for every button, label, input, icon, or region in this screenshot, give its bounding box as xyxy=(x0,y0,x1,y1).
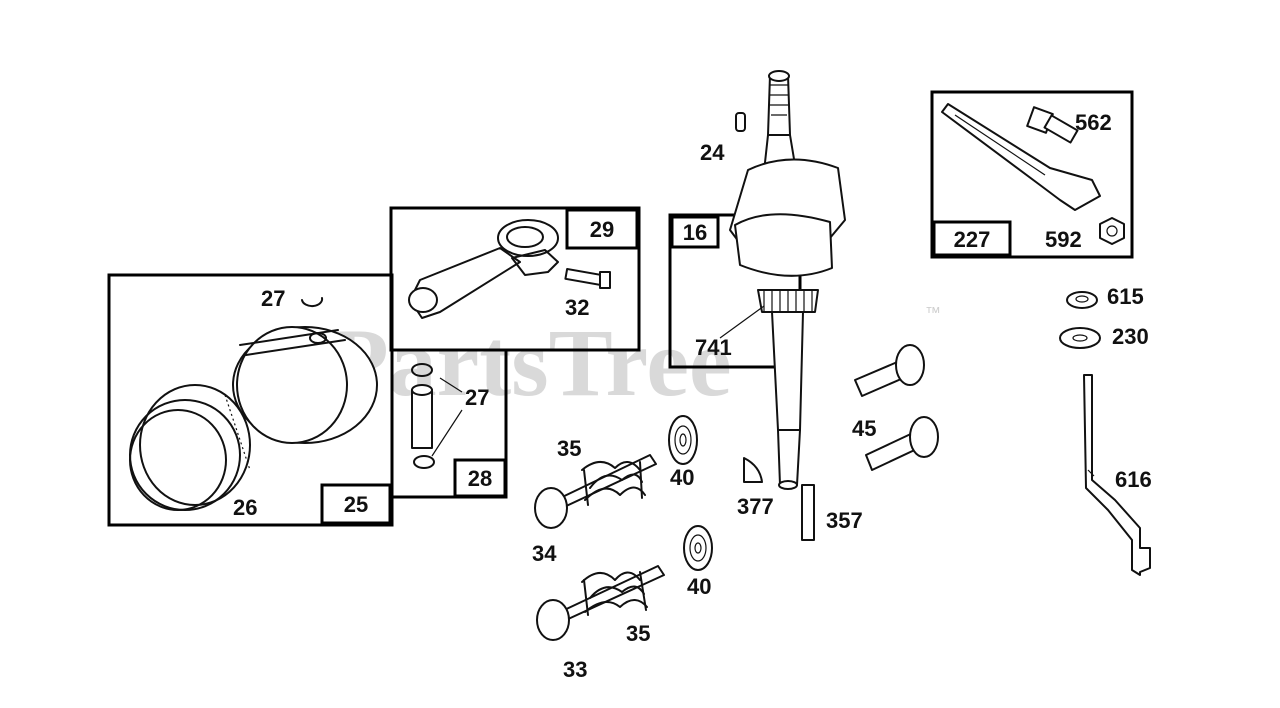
kit-29-label: 29 xyxy=(590,217,614,242)
key-377-part[interactable] xyxy=(743,457,763,483)
callout-741: 741 xyxy=(695,335,732,360)
bolt-562-part[interactable] xyxy=(1026,106,1079,144)
kit-16-tag[interactable] xyxy=(670,215,720,249)
callout-45: 45 xyxy=(852,416,876,441)
kit-28-label: 28 xyxy=(468,466,492,491)
callout-24: 24 xyxy=(700,140,725,165)
kit-29-box xyxy=(389,206,641,352)
retainer-40-lower-part[interactable] xyxy=(683,525,713,571)
callout-35-upper: 35 xyxy=(557,436,581,461)
link-616-part[interactable] xyxy=(1083,374,1151,576)
wrist-pin-part[interactable] xyxy=(411,363,463,469)
key-24-part[interactable] xyxy=(735,112,746,132)
retainer-40-upper-part[interactable] xyxy=(668,415,698,465)
callout-562: 562 xyxy=(1075,110,1112,135)
connecting-rod-part[interactable] xyxy=(408,219,559,319)
callout-592: 592 xyxy=(1045,227,1082,252)
valve-spring-upper-part[interactable] xyxy=(534,454,657,529)
washer-230-part[interactable] xyxy=(1059,327,1101,349)
callout-35-lower: 35 xyxy=(626,621,650,646)
callout-357: 357 xyxy=(826,508,863,533)
piston-rings-part[interactable] xyxy=(129,384,251,511)
kit-25-label: 25 xyxy=(344,492,368,517)
valve-45-part[interactable] xyxy=(854,344,939,471)
callout-27-upper: 27 xyxy=(261,286,285,311)
callout-27-lower: 27 xyxy=(465,385,489,410)
callout-34: 34 xyxy=(532,541,557,566)
callout-40-upper: 40 xyxy=(670,465,694,490)
valve-spring-lower-part[interactable] xyxy=(536,565,665,641)
kit-29-tag[interactable] xyxy=(565,208,639,250)
kit-28-box xyxy=(390,348,508,499)
callout-32: 32 xyxy=(565,295,589,320)
rod-bolt-part[interactable] xyxy=(564,267,611,289)
callout-615: 615 xyxy=(1107,284,1144,309)
kit-227-tag[interactable] xyxy=(932,220,1012,257)
nut-615-part[interactable] xyxy=(1066,291,1098,309)
crankshaft-part[interactable] xyxy=(729,70,846,490)
kit-28-tag[interactable] xyxy=(453,458,507,498)
watermark-trademark: ™ xyxy=(925,305,941,322)
kit-25-tag[interactable] xyxy=(320,483,392,525)
kit-227-label: 227 xyxy=(954,227,991,252)
kit-227-box xyxy=(930,90,1134,259)
bracket-part[interactable] xyxy=(941,103,1101,211)
kit-16-label: 16 xyxy=(683,220,707,245)
nut-592-part[interactable] xyxy=(1099,217,1125,245)
watermark-text: PartsTree xyxy=(330,309,732,416)
callout-40-lower: 40 xyxy=(687,574,711,599)
key-357-part[interactable] xyxy=(801,484,815,541)
callout-26: 26 xyxy=(233,495,257,520)
leader-741 xyxy=(719,305,765,339)
piston-part[interactable] xyxy=(232,326,378,444)
callout-230: 230 xyxy=(1112,324,1149,349)
callout-616: 616 xyxy=(1115,467,1152,492)
callout-377: 377 xyxy=(737,494,774,519)
callout-33: 33 xyxy=(563,657,587,682)
clip-27-upper-part[interactable] xyxy=(301,297,324,308)
